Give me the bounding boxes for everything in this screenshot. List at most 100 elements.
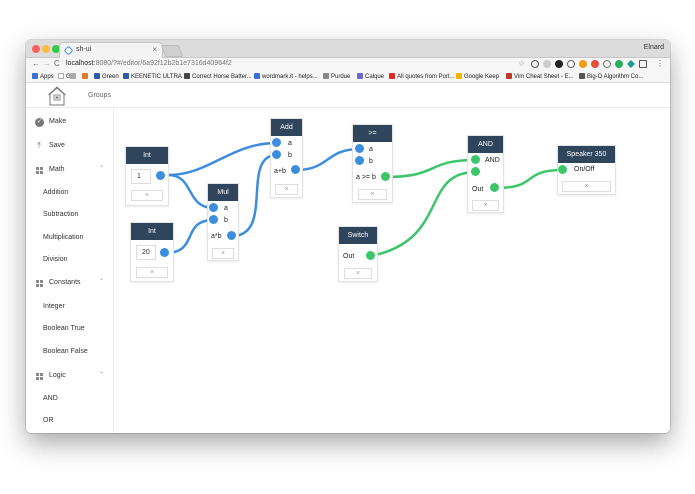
reload-icon[interactable]: C: [54, 59, 60, 68]
browser-menu-icon[interactable]: ⋮: [656, 59, 664, 68]
bookmark-item[interactable]: All quotes from Port...: [389, 73, 455, 80]
sidebar-item-save[interactable]: ⤒Save: [26, 140, 114, 154]
sidebar-item-multiplication[interactable]: Multiplication: [26, 232, 114, 246]
back-icon[interactable]: ←: [32, 59, 40, 68]
bookmark-item[interactable]: Purdue: [323, 73, 350, 80]
extension-icon[interactable]: [579, 60, 587, 68]
node-title[interactable]: Speaker 350: [558, 146, 615, 163]
input-port-a[interactable]: [209, 203, 218, 212]
chevron-up-icon[interactable]: ⌃: [99, 372, 105, 378]
extension-icon[interactable]: [555, 60, 563, 68]
bookmark-item[interactable]: wordmark.it - helps...: [254, 73, 318, 80]
profile-name[interactable]: Elnard: [643, 44, 664, 51]
extension-icon[interactable]: [615, 60, 623, 68]
input-port-a[interactable]: [558, 165, 567, 174]
chevron-up-icon[interactable]: ⌃: [99, 166, 105, 172]
node-title[interactable]: Add: [271, 119, 302, 136]
extension-icon[interactable]: [639, 60, 647, 68]
bookmark-item[interactable]: [70, 73, 78, 80]
bookmark-item[interactable]: KEENETIC ULTRA: [123, 73, 182, 80]
extension-icon[interactable]: [591, 60, 599, 68]
input-port-b[interactable]: [272, 150, 281, 159]
input-port-a[interactable]: [355, 144, 364, 153]
sidebar-item-integer[interactable]: Integer: [26, 301, 114, 315]
sidebar-item-make[interactable]: ✓Make: [26, 116, 114, 130]
extension-icon[interactable]: [543, 60, 551, 68]
sidebar-item-and[interactable]: AND: [26, 393, 114, 407]
delete-node-button[interactable]: ×: [472, 200, 499, 211]
maximize-window-button[interactable]: [52, 45, 60, 53]
node-and[interactable]: AND AND Out ×: [467, 135, 504, 213]
bookmark-item[interactable]: Apps: [32, 73, 54, 80]
bookmark-item[interactable]: G: [58, 73, 71, 80]
node-title[interactable]: Mul: [208, 184, 238, 201]
port-label-b: b: [288, 152, 292, 159]
new-tab-button[interactable]: [160, 45, 184, 57]
bookmark-item[interactable]: Vim Cheat Sheet - E...: [506, 73, 574, 80]
output-port[interactable]: [227, 231, 236, 240]
bookmark-item[interactable]: Green: [94, 73, 119, 80]
output-port[interactable]: [291, 165, 300, 174]
close-window-button[interactable]: [32, 45, 40, 53]
node-title[interactable]: Int: [131, 223, 173, 240]
extension-icon[interactable]: [567, 60, 575, 68]
sidebar-item-label: OR: [43, 417, 54, 424]
int-value-input[interactable]: 1: [131, 169, 151, 184]
bookmark-item[interactable]: Google Keep: [456, 73, 499, 80]
sidebar-item-boolean-true[interactable]: Boolean True: [26, 323, 114, 337]
sidebar-item-boolean-false[interactable]: Boolean False: [26, 346, 114, 360]
input-port-a[interactable]: [471, 155, 480, 164]
groups-link[interactable]: Groups: [88, 92, 111, 99]
url-field[interactable]: localhost:8080/?#/editor/6a92f12b2b1e731…: [66, 60, 232, 67]
sidebar-item-constants[interactable]: Constants⌃: [26, 277, 114, 291]
sidebar-item-addition[interactable]: Addition: [26, 187, 114, 201]
bookmark-item[interactable]: Calque: [357, 73, 384, 80]
extension-icon[interactable]: [603, 60, 611, 68]
output-port[interactable]: [366, 251, 375, 260]
home-logo-icon[interactable]: [48, 85, 66, 107]
delete-node-button[interactable]: ×: [136, 267, 168, 278]
delete-node-button[interactable]: ×: [212, 248, 234, 259]
extension-shield-icon[interactable]: [531, 60, 539, 68]
chevron-up-icon[interactable]: ⌃: [99, 279, 105, 285]
port-label-a: a: [288, 140, 292, 147]
delete-node-button[interactable]: ×: [131, 190, 163, 201]
sidebar-item-subtraction[interactable]: Subtraction: [26, 209, 114, 223]
node-speaker[interactable]: Speaker 350 On/Off ×: [557, 145, 616, 195]
input-port-a[interactable]: [272, 138, 281, 147]
output-port[interactable]: [490, 183, 499, 192]
bookmark-icon: [254, 73, 260, 79]
extension-icon[interactable]: [627, 60, 635, 68]
sidebar-item-math[interactable]: Math⌃: [26, 164, 114, 178]
output-port[interactable]: [381, 172, 390, 181]
int-value-input[interactable]: 20: [136, 245, 156, 260]
browser-tab[interactable]: sh-ui ×: [59, 42, 163, 58]
forward-icon[interactable]: →: [43, 59, 51, 68]
sidebar-item-logic[interactable]: Logic⌃: [26, 370, 114, 384]
sidebar-item-division[interactable]: Division: [26, 254, 114, 268]
delete-node-button[interactable]: ×: [358, 189, 387, 200]
node-greater-equal[interactable]: >= a b a >= b ×: [352, 124, 393, 203]
sidebar-item-or[interactable]: OR: [26, 415, 114, 429]
node-title[interactable]: >=: [353, 125, 392, 142]
bookmark-item[interactable]: Big-O Algorithm Co...: [579, 73, 643, 80]
node-title[interactable]: Switch: [339, 227, 377, 244]
input-port-b[interactable]: [471, 167, 480, 176]
node-title[interactable]: Int: [126, 147, 168, 164]
output-port[interactable]: [160, 248, 169, 257]
output-port[interactable]: [156, 171, 165, 180]
node-editor-canvas[interactable]: Int 1 × Int 20 × Mul a b a*b: [115, 108, 670, 433]
delete-node-button[interactable]: ×: [275, 184, 298, 195]
input-port-b[interactable]: [355, 156, 364, 165]
bookmark-item[interactable]: [82, 73, 90, 80]
tab-close-icon[interactable]: ×: [152, 45, 157, 54]
input-port-b[interactable]: [209, 215, 218, 224]
url-path: :8080/?#/editor/6a92f12b2b1e7316d40964f2: [93, 60, 232, 67]
node-title[interactable]: AND: [468, 136, 503, 153]
delete-node-button[interactable]: ×: [562, 181, 611, 192]
minimize-window-button[interactable]: [42, 45, 50, 53]
bookmark-star-icon[interactable]: ☆: [518, 59, 526, 68]
bookmark-item[interactable]: Correct Horse Batter...: [184, 73, 252, 80]
delete-node-button[interactable]: ×: [344, 268, 372, 279]
address-bar: ← → C localhost:8080/?#/editor/6a92f12b2…: [26, 58, 670, 71]
